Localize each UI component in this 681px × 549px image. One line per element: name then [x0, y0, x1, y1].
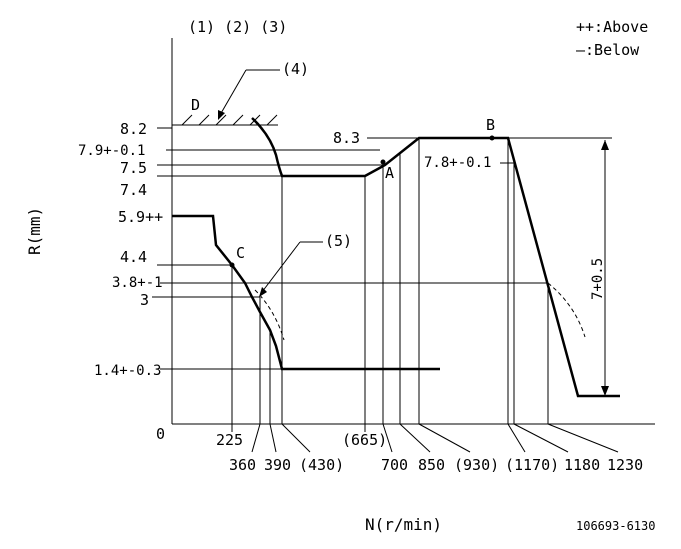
y-label-3-8: 3.8+-1 [112, 275, 163, 291]
label-7-8: 7.8+-0.1 [424, 155, 491, 171]
y-label-5-9: 5.9++ [118, 208, 163, 226]
callout-5-leader-diag [261, 241, 301, 293]
callout-4-arrowhead [218, 110, 225, 120]
x-label-360: 360 [229, 456, 256, 474]
callout-4-leader-diag [219, 69, 247, 116]
label-8-3: 8.3 [333, 129, 360, 147]
x-label-700: 700 [381, 456, 408, 474]
y-label-8-2: 8.2 [120, 120, 147, 138]
legend-below: —:Below [576, 41, 640, 59]
point-b-marker [489, 135, 495, 141]
label-travel: 7+0.5 [590, 258, 606, 300]
x-label-225: 225 [216, 431, 243, 449]
y-axis-title: R(mm) [25, 207, 44, 255]
y-label-7-5: 7.5 [120, 159, 147, 177]
x-label-930: (930) [454, 456, 499, 474]
point-c-label: C [236, 244, 245, 262]
dashed-curve-low [254, 289, 285, 341]
x-label-390: 390 [264, 456, 291, 474]
y-label-4-4: 4.4 [120, 248, 147, 266]
x-label-665: (665) [342, 431, 387, 449]
callout-5: (5) [325, 232, 352, 250]
travel-arrow-bottom [601, 386, 609, 396]
travel-arrow-top [601, 140, 609, 150]
x-label-1180: 1180 [564, 456, 600, 474]
y-label-7-4: 7.4 [120, 181, 147, 199]
upper-curve [251, 117, 620, 398]
point-d-label: D [191, 96, 200, 114]
stopper-d [172, 114, 278, 126]
legend-above: ++:Above [576, 18, 648, 36]
y-label-7-9: 7.9+-0.1 [78, 143, 145, 159]
callout-5-arrowhead [259, 287, 267, 297]
origin-label: 0 [156, 425, 165, 443]
y-label-3: 3 [140, 291, 149, 309]
point-a-label: A [385, 164, 394, 182]
reference-numbers: (1) (2) (3) [188, 18, 287, 36]
x-axis-title: N(r/min) [365, 515, 442, 534]
point-b-label: B [486, 116, 495, 134]
x-label-1230: 1230 [607, 456, 643, 474]
diagram-code: 106693-6130 [576, 519, 655, 533]
x-label-850: 850 [418, 456, 445, 474]
characteristic-curve [172, 214, 440, 371]
x-label-430: (430) [299, 456, 344, 474]
y-label-1-4: 1.4+-0.3 [94, 363, 161, 379]
x-label-1170: (1170) [505, 456, 559, 474]
callout-4: (4) [282, 60, 309, 78]
